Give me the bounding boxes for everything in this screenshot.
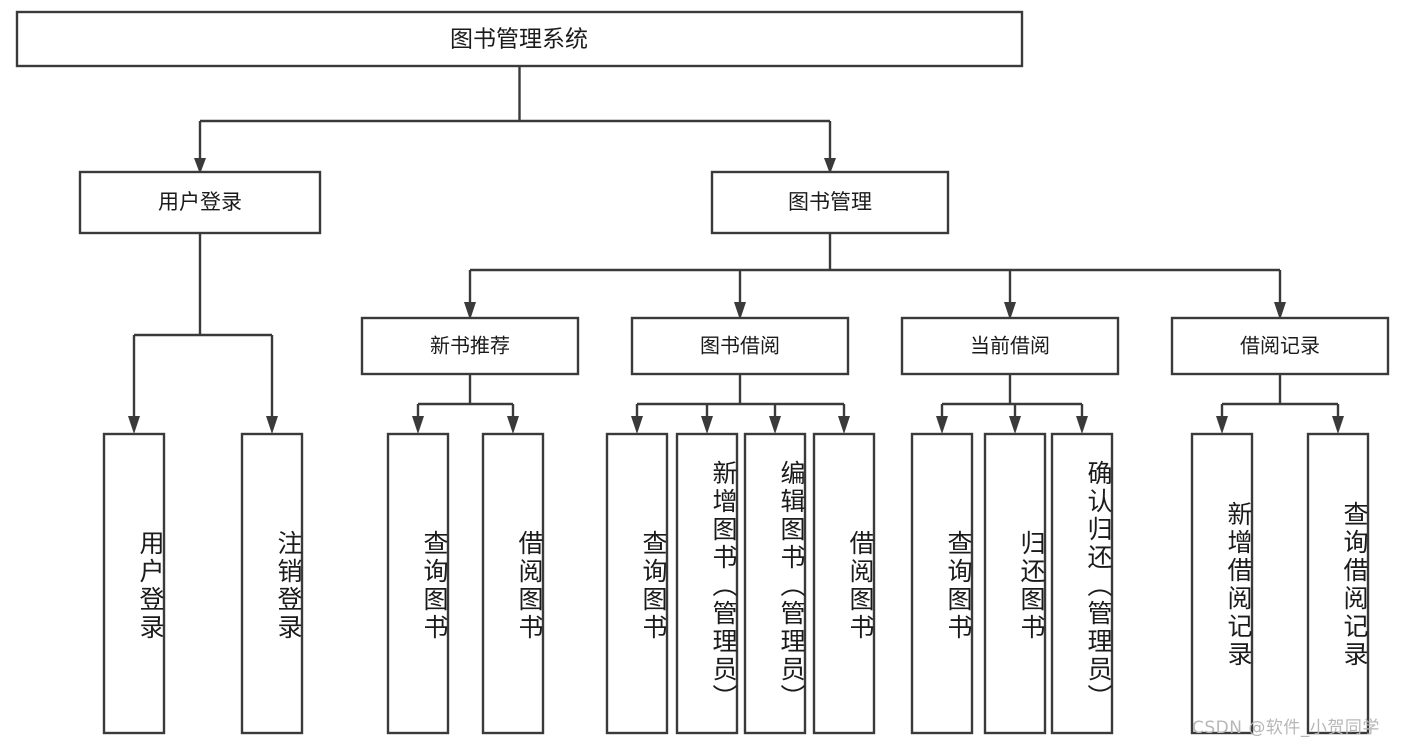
node-leaf-query-record-box[interactable]: [1306, 432, 1370, 735]
arrow-bb-l4: [838, 416, 850, 434]
node-root-label: 图书管理系统: [450, 27, 588, 53]
node-user-login-label: 用户登录: [158, 190, 242, 214]
arrow-br-l2: [1332, 416, 1344, 434]
node-book-borrow[interactable]: 图书借阅: [630, 316, 850, 376]
node-leaf-confirm-return-box[interactable]: [1050, 432, 1114, 735]
node-current-borrow-label: 当前借阅: [970, 334, 1050, 358]
node-leaf-logout-box[interactable]: [240, 432, 304, 735]
arrow-cb-l3: [1076, 416, 1088, 434]
arrow-nbr-l2: [507, 416, 519, 434]
node-current-borrow-box[interactable]: [900, 316, 1120, 376]
node-new-book-rec-label: 新书推荐: [430, 334, 510, 358]
node-leaf-add-record-box[interactable]: [1190, 432, 1254, 735]
node-book-manage-label: 图书管理: [788, 190, 872, 214]
csdn-watermark: CSDN @软件_小贺同学: [1192, 718, 1380, 738]
node-book-manage-box[interactable]: [710, 170, 950, 235]
arrow-to-current-borrow: [1004, 302, 1016, 320]
node-book-borrow-box[interactable]: [630, 316, 850, 376]
arrow-to-user-login: [194, 158, 206, 174]
node-leaf-edit-book-box[interactable]: [743, 432, 807, 735]
arrow-bb-l3: [769, 416, 781, 434]
node-root-box[interactable]: [15, 10, 1024, 68]
leaf-node-group: [102, 432, 1370, 735]
node-new-book-rec-box[interactable]: [360, 316, 580, 376]
arrow-cb-l2: [1009, 416, 1021, 434]
node-leaf-query-book-br-box[interactable]: [605, 432, 669, 735]
node-leaf-add-book-box[interactable]: [675, 432, 739, 735]
node-user-login[interactable]: 用户登录: [78, 170, 322, 235]
node-leaf-borrow-book-rec-box[interactable]: [481, 432, 545, 735]
arrow-bb-l2: [701, 416, 713, 434]
node-borrow-record[interactable]: 借阅记录: [1170, 316, 1390, 376]
arrow-to-book-borrow: [734, 302, 746, 320]
arrow-to-book-manage: [824, 158, 836, 174]
node-current-borrow[interactable]: 当前借阅: [900, 316, 1120, 376]
node-leaf-borrow-book-br-box[interactable]: [812, 432, 876, 735]
node-leaf-user-login-box[interactable]: [102, 432, 166, 735]
node-borrow-record-box[interactable]: [1170, 316, 1390, 376]
arrow-to-borrow-record: [1274, 302, 1286, 320]
node-borrow-record-label: 借阅记录: [1240, 334, 1320, 358]
node-new-book-rec[interactable]: 新书推荐: [360, 316, 580, 376]
arrow-bb-l1: [631, 416, 643, 434]
arrow-cb-l1: [936, 416, 948, 434]
arrow-nbr-l1: [412, 416, 424, 434]
arrow-br-l1: [1216, 416, 1228, 434]
node-leaf-return-book-box[interactable]: [983, 432, 1047, 735]
arrow-user-login-l2: [266, 416, 278, 434]
arrow-to-new-book-rec: [464, 302, 476, 320]
node-book-manage[interactable]: 图书管理: [710, 170, 950, 235]
node-user-login-box[interactable]: [78, 170, 322, 235]
arrow-user-login-l1: [128, 416, 140, 434]
node-leaf-query-book-rec-box[interactable]: [386, 432, 450, 735]
node-leaf-query-book-cb-box[interactable]: [910, 432, 974, 735]
connector-group: [128, 66, 1344, 434]
node-root[interactable]: 图书管理系统: [15, 10, 1024, 68]
node-book-borrow-label: 图书借阅: [700, 334, 780, 358]
